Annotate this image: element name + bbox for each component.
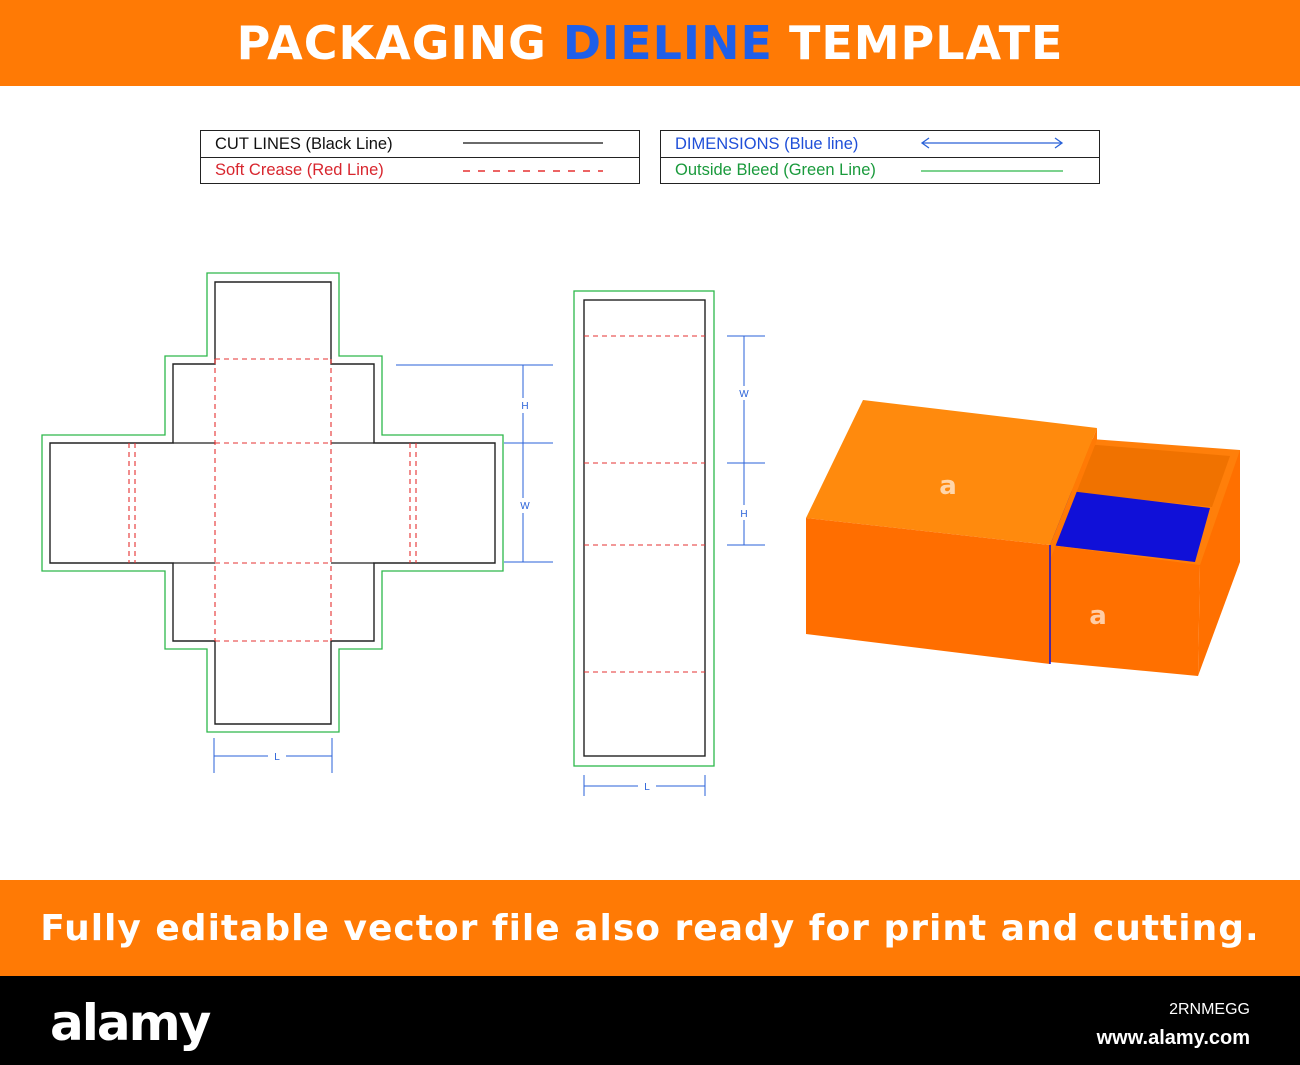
cross-dim-w-label: W (520, 501, 530, 512)
cross-dimensions (213, 364, 553, 773)
header-banner: PACKAGING DIELINE TEMPLATE (0, 0, 1300, 86)
cross-crease-lines (128, 358, 417, 642)
title-part2: TEMPLATE (788, 16, 1064, 70)
legend-box-left: CUT LINES (Black Line) Soft Crease (Red … (200, 130, 640, 184)
cross-cut-outline (49, 281, 496, 725)
cross-dieline: H W L (41, 272, 553, 773)
bleed-line-sample-icon (921, 170, 1063, 172)
box-mockup-3d: a a (806, 400, 1240, 676)
watermark-icon: a (1089, 601, 1107, 631)
sleeve-dimensions (583, 335, 765, 796)
sleeve-cut-outline (583, 299, 706, 757)
legend-row-dimensions: DIMENSIONS (Blue line) (661, 131, 1099, 157)
legend-row-soft-crease: Soft Crease (Red Line) (201, 157, 639, 183)
stock-bar: alamy 2RNMEGG www.alamy.com (0, 976, 1300, 1065)
footer-text: Fully editable vector file also ready fo… (40, 907, 1260, 949)
sleeve-top-face (806, 400, 1097, 545)
dieline-diagram: H W L W H L (41, 272, 1240, 796)
legend-row-cut-lines: CUT LINES (Black Line) (201, 131, 639, 157)
title-part1: PACKAGING (236, 16, 547, 70)
tray-inner-blue (1050, 491, 1210, 562)
dimension-arrow-icon (920, 137, 1064, 149)
stock-id-block: 2RNMEGG www.alamy.com (1097, 996, 1250, 1052)
cross-dim-h-label: H (521, 401, 528, 412)
stock-url: www.alamy.com (1096, 1027, 1250, 1049)
sleeve-bleed-outline (573, 290, 715, 767)
title-accent: DIELINE (562, 16, 773, 70)
legend-label-outside-bleed: Outside Bleed (Green Line) (675, 161, 876, 179)
tray-front-face (1050, 545, 1200, 676)
cross-dim-l-label: L (274, 752, 280, 763)
legend-label-dimensions: DIMENSIONS (Blue line) (675, 134, 859, 153)
stock-image-id: 2RNMEGG (1169, 1001, 1250, 1018)
watermark-icon: a (939, 471, 957, 501)
legend-row-outside-bleed: Outside Bleed (Green Line) (661, 157, 1099, 183)
footer-banner: Fully editable vector file also ready fo… (0, 880, 1300, 976)
cut-line-sample-icon (463, 142, 603, 144)
sleeve-side-face (1050, 428, 1097, 560)
legend-label-cut-lines: CUT LINES (Black Line) (215, 134, 393, 153)
stock-logo: alamy (50, 994, 211, 1052)
sleeve-dim-h-label: H (740, 509, 747, 520)
sleeve-dim-l-label: L (644, 782, 650, 793)
tray-inner-wall-back (1068, 444, 1230, 507)
legend-box-right: DIMENSIONS (Blue line) Outside Bleed (Gr… (660, 130, 1100, 184)
sleeve-dieline: W H L (573, 290, 765, 796)
sleeve-dim-w-label: W (739, 389, 749, 400)
tray-right-side (1198, 450, 1240, 676)
legend-label-soft-crease: Soft Crease (Red Line) (215, 161, 384, 179)
sleeve-front-face (806, 518, 1050, 664)
sleeve-crease-lines (584, 335, 705, 673)
cross-bleed-outline (41, 272, 504, 733)
